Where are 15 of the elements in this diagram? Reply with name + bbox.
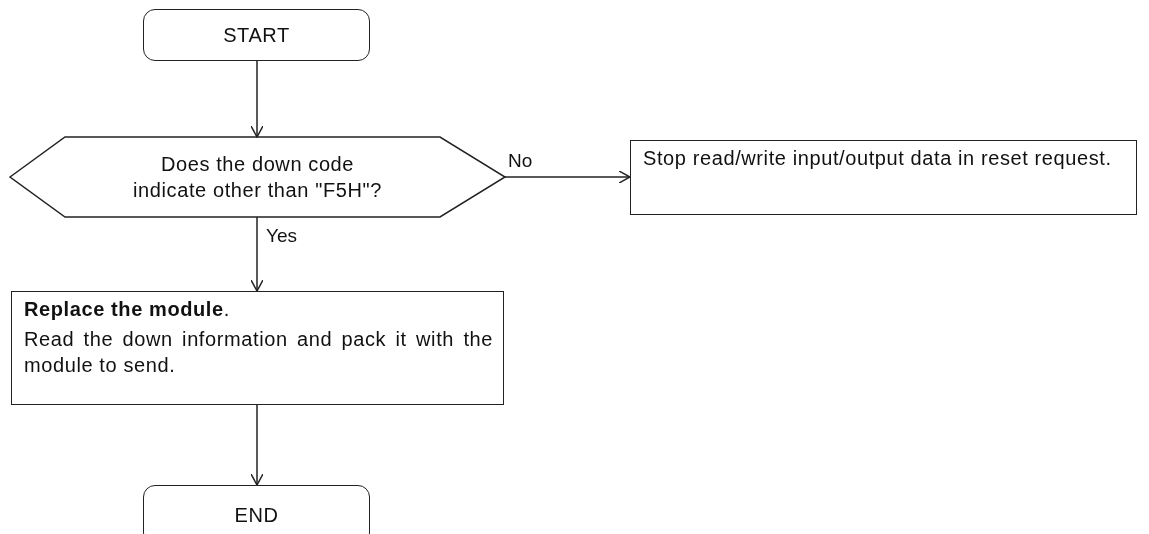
step-text: Stop read/write input/output data in reset request.: [643, 146, 1113, 171]
process-box: [630, 140, 1137, 215]
step-text: END: [234, 503, 279, 528]
process-box: [11, 291, 504, 405]
arrow: [504, 170, 631, 184]
arrow: [250, 404, 264, 486]
decision-hexagon: [8, 136, 507, 218]
terminal-box: [143, 485, 370, 534]
arrow: [250, 60, 264, 138]
decision-text: Does the down code indicate other than "F5H"?: [130, 151, 385, 203]
step-text: START: [223, 23, 290, 48]
terminal-box: [143, 9, 370, 61]
step-text: Read the down information and pack it with the module to send.: [24, 327, 493, 378]
arrow: [250, 216, 264, 292]
step-heading: Replace the module.: [24, 297, 231, 322]
